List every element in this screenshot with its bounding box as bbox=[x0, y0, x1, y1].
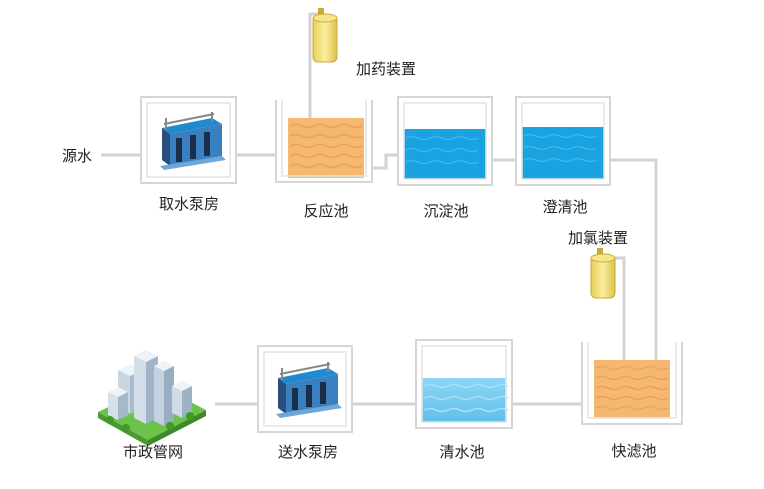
chlorination-tank-icon bbox=[590, 248, 616, 299]
sand-waves bbox=[289, 123, 363, 169]
intake-pump-house bbox=[140, 96, 237, 184]
label-sedimentation-tank: 沉淀池 bbox=[423, 202, 469, 220]
dosing-tank-icon bbox=[312, 8, 338, 63]
label-clear-water-tank: 清水池 bbox=[439, 443, 485, 461]
fast-filter-tank bbox=[581, 342, 683, 425]
label-delivery-pump-house: 送水泵房 bbox=[277, 443, 339, 461]
pump-machine-icon bbox=[160, 112, 226, 170]
sedimentation-tank bbox=[397, 96, 493, 186]
label-dosing-device: 加药装置 bbox=[356, 60, 417, 78]
clarification-tank bbox=[515, 96, 611, 186]
pipe-chlorination bbox=[614, 256, 626, 382]
pump-machine-icon bbox=[276, 362, 342, 418]
pipe-clarify-filter bbox=[610, 158, 658, 388]
delivery-pump-house bbox=[257, 345, 353, 433]
label-reaction-tank: 反应池 bbox=[303, 202, 349, 220]
label-intake-pump-house: 取水泵房 bbox=[158, 195, 220, 213]
pipe-reaction-sediment bbox=[372, 153, 398, 170]
label-municipal-network: 市政管网 bbox=[122, 443, 184, 461]
reaction-tank bbox=[275, 100, 373, 183]
label-source-water: 源水 bbox=[62, 147, 93, 165]
city-buildings-icon bbox=[98, 350, 206, 446]
clear-water-tank bbox=[415, 339, 513, 429]
label-chlorination-device: 加氯装置 bbox=[568, 229, 629, 247]
label-fast-filter: 快滤池 bbox=[611, 442, 657, 460]
label-clarification-tank: 澄清池 bbox=[542, 198, 588, 216]
